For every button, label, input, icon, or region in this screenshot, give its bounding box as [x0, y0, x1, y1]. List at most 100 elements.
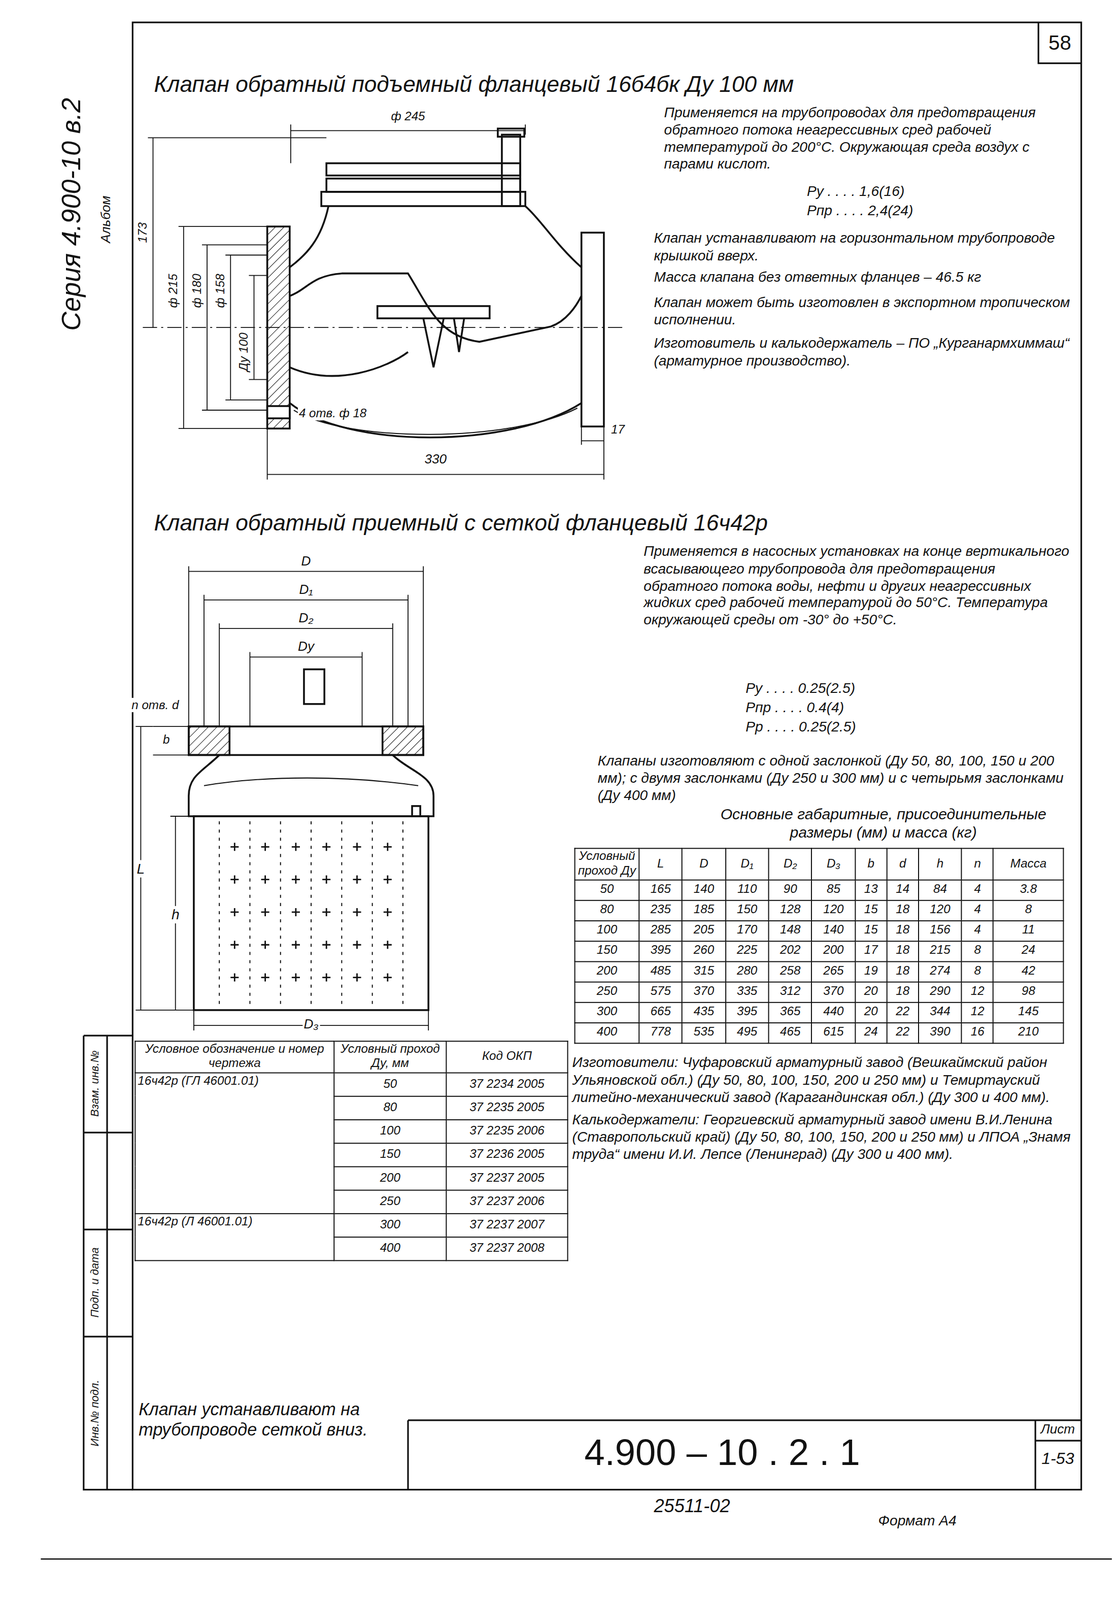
stamp-field: Инв.№ подл. — [88, 1378, 103, 1447]
table-row: Условное обозначение и номер чертежаУсло… — [134, 1040, 568, 1072]
table-text: 778 — [650, 1024, 671, 1039]
table-text: 150 — [380, 1146, 401, 1161]
table-text: 210 — [1018, 1024, 1039, 1039]
table-cell: 274 — [918, 961, 962, 982]
table-row: 150 37 2236 2005 — [134, 1142, 568, 1166]
dimension-label: ф 158 — [213, 272, 228, 309]
table-text: 202 — [780, 942, 801, 958]
table-text: 250 — [380, 1193, 401, 1208]
table-text: 315 — [693, 963, 715, 978]
table-cell: 42 — [993, 961, 1064, 982]
table-text: 37 2237 2005 — [469, 1169, 545, 1184]
table-text: 395 — [650, 942, 671, 958]
table-cell: 205 — [682, 920, 726, 941]
format-label: Формат А4 — [877, 1511, 958, 1530]
manufacturer-text: Изготовители: Чуфаровский арматурный зав… — [571, 1053, 1074, 1105]
table-cell: 3.8 — [993, 879, 1064, 900]
table-text: 200 — [823, 942, 844, 958]
table-text: 14 — [895, 881, 910, 896]
table-cell: 150 — [574, 940, 640, 961]
table-text: 400 — [380, 1240, 401, 1255]
sheet-label: Лист — [1039, 1420, 1076, 1437]
table-cell: Условный проход Ду, мм — [333, 1040, 447, 1072]
table-text: 15 — [864, 922, 878, 937]
table-text: 8 — [1025, 901, 1032, 917]
table-cell: 344 — [918, 1001, 962, 1023]
table-caption: Основные габаритные, присоединительные р… — [714, 804, 1053, 842]
table-text: 140 — [693, 881, 715, 896]
table-cell: Условный проход Ду — [574, 848, 640, 879]
table-cell: 18 — [886, 920, 919, 941]
table-row: 1002852051701481401518156411 — [574, 920, 1064, 941]
table-text: 15 — [864, 901, 878, 917]
table-text: 100 — [596, 922, 618, 937]
table-text: 535 — [693, 1024, 715, 1039]
table-cell: 12 — [961, 1001, 994, 1023]
table-text: 4 — [974, 922, 981, 937]
table-text: 37 2235 2005 — [469, 1099, 545, 1114]
section-heading: Клапан обратный приемный с сеткой фланце… — [153, 510, 769, 537]
table-text: 37 2235 2006 — [469, 1122, 545, 1137]
sheet-number: 1-53 — [1040, 1448, 1075, 1469]
table-cell: 80 — [574, 899, 640, 921]
table-text: D — [699, 855, 708, 870]
table-cell: 100 — [574, 920, 640, 941]
dimension-label: 173 — [135, 221, 151, 244]
table-cell: 290 — [918, 981, 962, 1002]
check-valve-section — [267, 128, 604, 438]
table-cell: 37 2237 2007 — [446, 1212, 568, 1237]
table-text: Код ОКП — [482, 1048, 532, 1063]
table-text: 16ч42р (ГЛ 46001.01) — [137, 1072, 259, 1088]
table-text: 258 — [780, 963, 801, 978]
table-cell: 395 — [638, 940, 683, 961]
table-cell: 440 — [811, 1001, 856, 1023]
table-row: 20037 2237 2005 — [134, 1166, 568, 1190]
dimension-label: Ду 100 — [236, 331, 252, 372]
table-cell: 145 — [993, 1001, 1064, 1023]
dimension-label: h — [170, 905, 181, 924]
table-text: d — [899, 855, 906, 870]
dimension-label: 17 — [610, 422, 626, 437]
table-text: Условный проход Ду, мм — [340, 1041, 440, 1070]
table-text: 395 — [736, 1003, 758, 1019]
table-row: 2004853152802582651918274842 — [574, 961, 1064, 982]
table-text: 120 — [929, 901, 951, 917]
table-text: 370 — [823, 983, 844, 998]
table-cell: 265 — [811, 961, 856, 982]
table-cell: 24 — [993, 940, 1064, 961]
table-cell: 8 — [993, 899, 1064, 921]
dimension-label: ф 215 — [165, 272, 181, 309]
table-cell: 4 — [961, 920, 994, 941]
table-cell: 90 — [768, 879, 812, 900]
table-text: 665 — [650, 1003, 671, 1019]
table-text: 18 — [895, 942, 910, 958]
table-text: 165 — [650, 881, 671, 896]
hole-callout: n отв. d — [130, 697, 180, 713]
table-cell: 210 — [993, 1022, 1064, 1043]
table-cell: 200 — [574, 961, 640, 982]
table-cell: 13 — [855, 879, 887, 900]
archive-number: 25511-02 — [652, 1495, 731, 1518]
table-text: 18 — [895, 963, 910, 978]
table-text: 20 — [864, 983, 878, 998]
table-cell: 200 — [811, 940, 856, 961]
table-cell: 50 — [333, 1072, 447, 1096]
description-text: Применяется в насосных установках на кон… — [642, 542, 1073, 629]
table-text: D₂ — [783, 855, 798, 870]
table-text: 285 — [650, 922, 671, 937]
table-text: 37 2236 2005 — [469, 1146, 545, 1161]
table-cell: 14 — [886, 879, 919, 900]
table-cell: 215 — [918, 940, 962, 961]
table-cell: Условное обозначение и номер чертежа — [134, 1040, 334, 1072]
table-cell: 12 — [961, 981, 994, 1002]
table-cell: 315 — [682, 961, 726, 982]
table-cell: 140 — [811, 920, 856, 941]
dimension-label: D₃ — [302, 1015, 320, 1032]
table-text: 265 — [823, 963, 844, 978]
table-cell: 16ч42р (Л 46001.01) — [134, 1212, 334, 1260]
table-text: 37 2234 2005 — [469, 1075, 545, 1091]
table-text: n — [974, 855, 981, 870]
pressure-spec: Ру . . . . 1,6(16) — [805, 182, 1033, 200]
table-cell: 17 — [855, 940, 887, 961]
